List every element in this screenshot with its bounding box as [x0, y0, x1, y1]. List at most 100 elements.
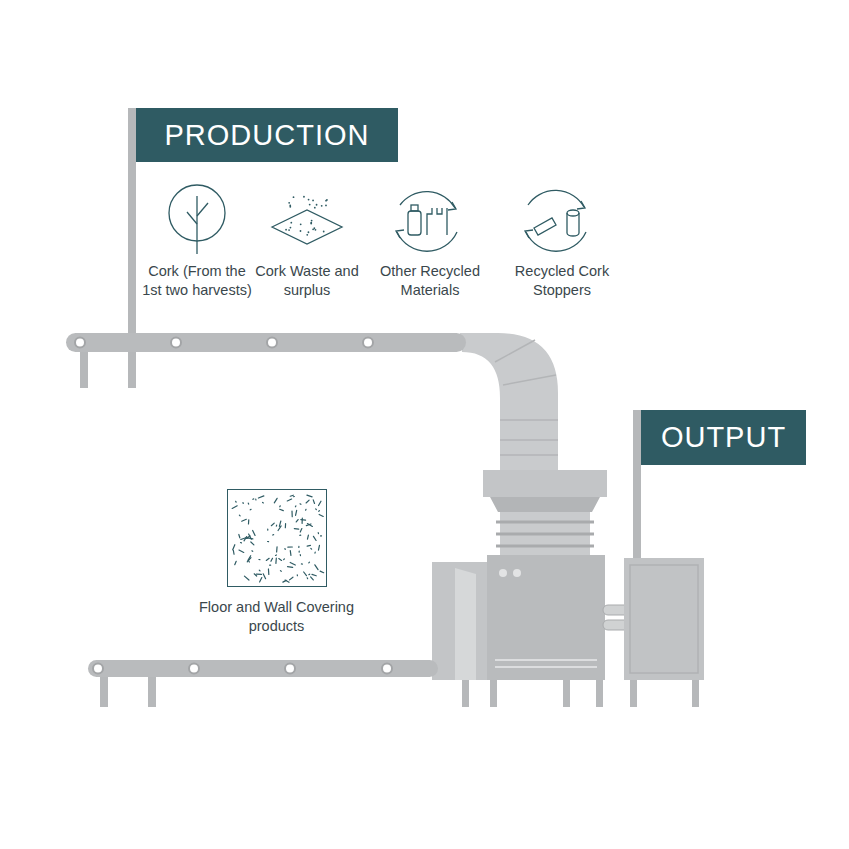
texture-stroke [244, 576, 248, 580]
texture-stroke [272, 534, 274, 536]
texture-stroke [252, 498, 254, 500]
texture-stroke [260, 578, 262, 582]
texture-stroke [242, 519, 247, 521]
cork-grain [323, 231, 325, 233]
texture-stroke [248, 520, 249, 524]
conveyor-leg [100, 677, 108, 707]
cork-grain [306, 234, 308, 236]
texture-stroke [308, 562, 310, 564]
cork-grain [310, 222, 312, 224]
texture-stroke [275, 554, 277, 556]
lower-conveyor [88, 660, 438, 677]
conveyor-rollers [75, 338, 373, 348]
cork-grain [326, 199, 328, 201]
texture-stroke [267, 529, 268, 531]
flag-pole [633, 410, 641, 560]
texture-stroke [246, 538, 248, 539]
floor-texture [232, 495, 323, 582]
product-box: Floor and Wall Covering products [227, 489, 327, 587]
texture-stroke [293, 496, 295, 497]
cork-grain [290, 227, 292, 229]
texture-stroke [310, 548, 312, 550]
texture-stroke [313, 536, 316, 540]
roller [93, 664, 103, 674]
cork-grain [325, 204, 327, 206]
body-line [495, 666, 597, 668]
texture-stroke [233, 550, 235, 554]
cork-grain [312, 200, 314, 202]
roller [382, 664, 392, 674]
texture-stroke [291, 511, 292, 517]
node-label: PRODUCTION [165, 119, 370, 152]
cork-grain [325, 200, 327, 202]
texture-stroke [301, 518, 302, 523]
texture-stroke [288, 546, 292, 547]
node-label: Cork Waste and surplus [251, 262, 363, 300]
roller [363, 338, 373, 348]
node-label: Recycled Cork Stoppers [506, 262, 618, 300]
texture-stroke [299, 503, 301, 505]
texture-stroke [232, 506, 237, 509]
texture-stroke [239, 515, 241, 517]
conveyor-rollers [93, 664, 392, 674]
cork-waste-icon [272, 196, 342, 244]
texture-stroke [251, 542, 254, 545]
texture-stroke [269, 565, 271, 566]
duct-ribs [495, 340, 558, 455]
texture-stroke [235, 501, 237, 503]
machine-body [487, 555, 605, 680]
texture-stroke [254, 574, 256, 576]
texture-stroke [268, 569, 270, 574]
texture-stroke [276, 525, 278, 527]
texture-stroke [305, 509, 307, 511]
duct [460, 333, 558, 472]
cabinet-panel [630, 565, 698, 673]
feed-housing [432, 562, 490, 680]
cork-grain [300, 230, 302, 232]
texture-stroke [248, 561, 250, 563]
roller [267, 338, 277, 348]
texture-stroke [296, 520, 298, 522]
cork-grain [289, 206, 291, 208]
texture-stroke [287, 499, 291, 501]
texture-stroke [241, 538, 246, 540]
roller [285, 664, 295, 674]
roller [75, 338, 85, 348]
cabinet-leg [630, 680, 637, 707]
texture-stroke [274, 498, 277, 503]
texture-stroke [249, 534, 252, 539]
texture-stroke [279, 505, 281, 507]
cork-grain [300, 223, 302, 225]
conveyor-leg [148, 677, 156, 707]
texture-stroke [319, 501, 321, 505]
texture-stroke [271, 523, 274, 526]
cork-grain [303, 196, 305, 198]
input-icon: Other Recycled Materials [371, 183, 489, 300]
cork-grain [310, 223, 312, 225]
texture-stroke [256, 573, 261, 575]
texture-stroke [297, 574, 298, 576]
feed-door [455, 568, 476, 680]
texture-stroke [307, 495, 312, 497]
texture-stroke [284, 548, 286, 550]
texture-stroke [267, 541, 269, 542]
texture-stroke [248, 556, 251, 561]
texture-stroke [240, 542, 242, 544]
roller [189, 664, 199, 674]
texture-stroke [239, 534, 240, 537]
texture-stroke [276, 547, 278, 552]
texture-stroke [296, 510, 297, 515]
input-icon: Cork (From the 1st two harvests) [141, 183, 253, 300]
node-label: OUTPUT [661, 421, 786, 454]
cork-grain [293, 196, 295, 198]
input-icon: Recycled Cork Stoppers [506, 183, 618, 300]
texture-stroke [288, 566, 293, 568]
production-banner: PRODUCTION [136, 108, 398, 162]
texture-stroke [290, 551, 292, 556]
texture-stroke [315, 508, 317, 510]
texture-stroke [263, 574, 265, 579]
recycled-stoppers-icon [525, 190, 586, 251]
cork-grain [288, 229, 290, 231]
cork-grain [288, 202, 290, 204]
hopper-neck [490, 497, 600, 512]
